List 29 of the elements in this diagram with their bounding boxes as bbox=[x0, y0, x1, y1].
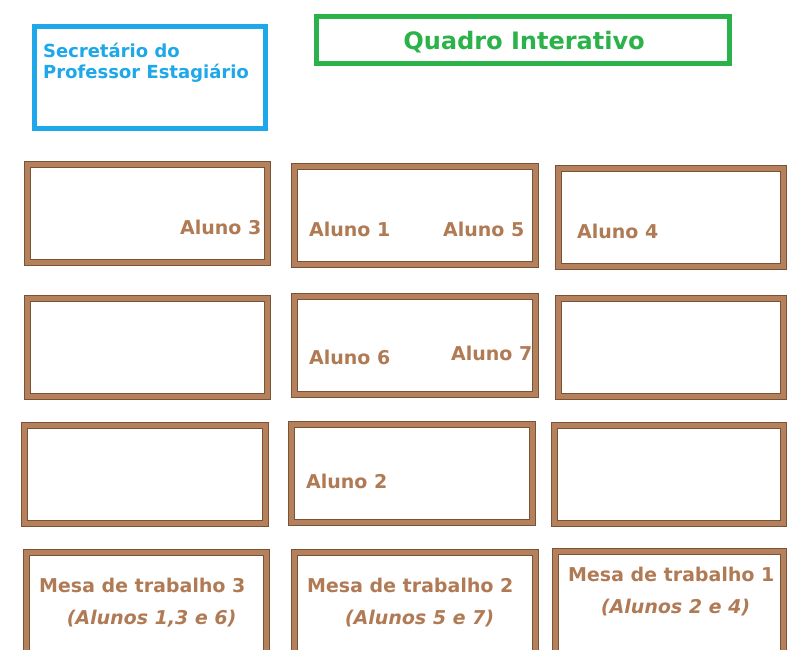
desk bbox=[25, 296, 270, 399]
desk bbox=[25, 162, 270, 265]
workbench-label: Mesa de trabalho 1 bbox=[568, 564, 776, 586]
workbench bbox=[553, 549, 786, 650]
student-name: Aluno 5 bbox=[443, 219, 524, 241]
whiteboard bbox=[314, 14, 732, 66]
student-name: Aluno 4 bbox=[577, 221, 658, 243]
student-name: Aluno 1 bbox=[309, 219, 390, 241]
desk bbox=[556, 166, 786, 269]
whiteboard-label: Quadro Interativo bbox=[402, 27, 646, 55]
workbench bbox=[292, 550, 538, 650]
student-list: (Alunos 5 e 7) bbox=[307, 607, 532, 629]
desk bbox=[289, 422, 535, 525]
desk-label: Secretário do Professor Estagiário bbox=[43, 41, 250, 83]
workbench bbox=[24, 550, 269, 650]
student-name: Aluno 6 bbox=[309, 347, 390, 369]
desk bbox=[552, 423, 786, 526]
desk bbox=[292, 164, 538, 267]
student-name: Aluno 3 bbox=[180, 217, 262, 239]
student-list: (Alunos 1,3 e 6) bbox=[39, 607, 264, 629]
student-name: Aluno 7 bbox=[451, 343, 532, 365]
desk bbox=[22, 423, 268, 526]
workbench-label: Mesa de trabalho 3 bbox=[39, 575, 246, 597]
desk bbox=[32, 24, 268, 131]
desk bbox=[292, 294, 538, 397]
student-list: (Alunos 2 e 4) bbox=[568, 596, 783, 618]
desk bbox=[556, 296, 786, 399]
workbench-label: Mesa de trabalho 2 bbox=[307, 575, 514, 597]
student-name: Aluno 2 bbox=[306, 471, 388, 493]
